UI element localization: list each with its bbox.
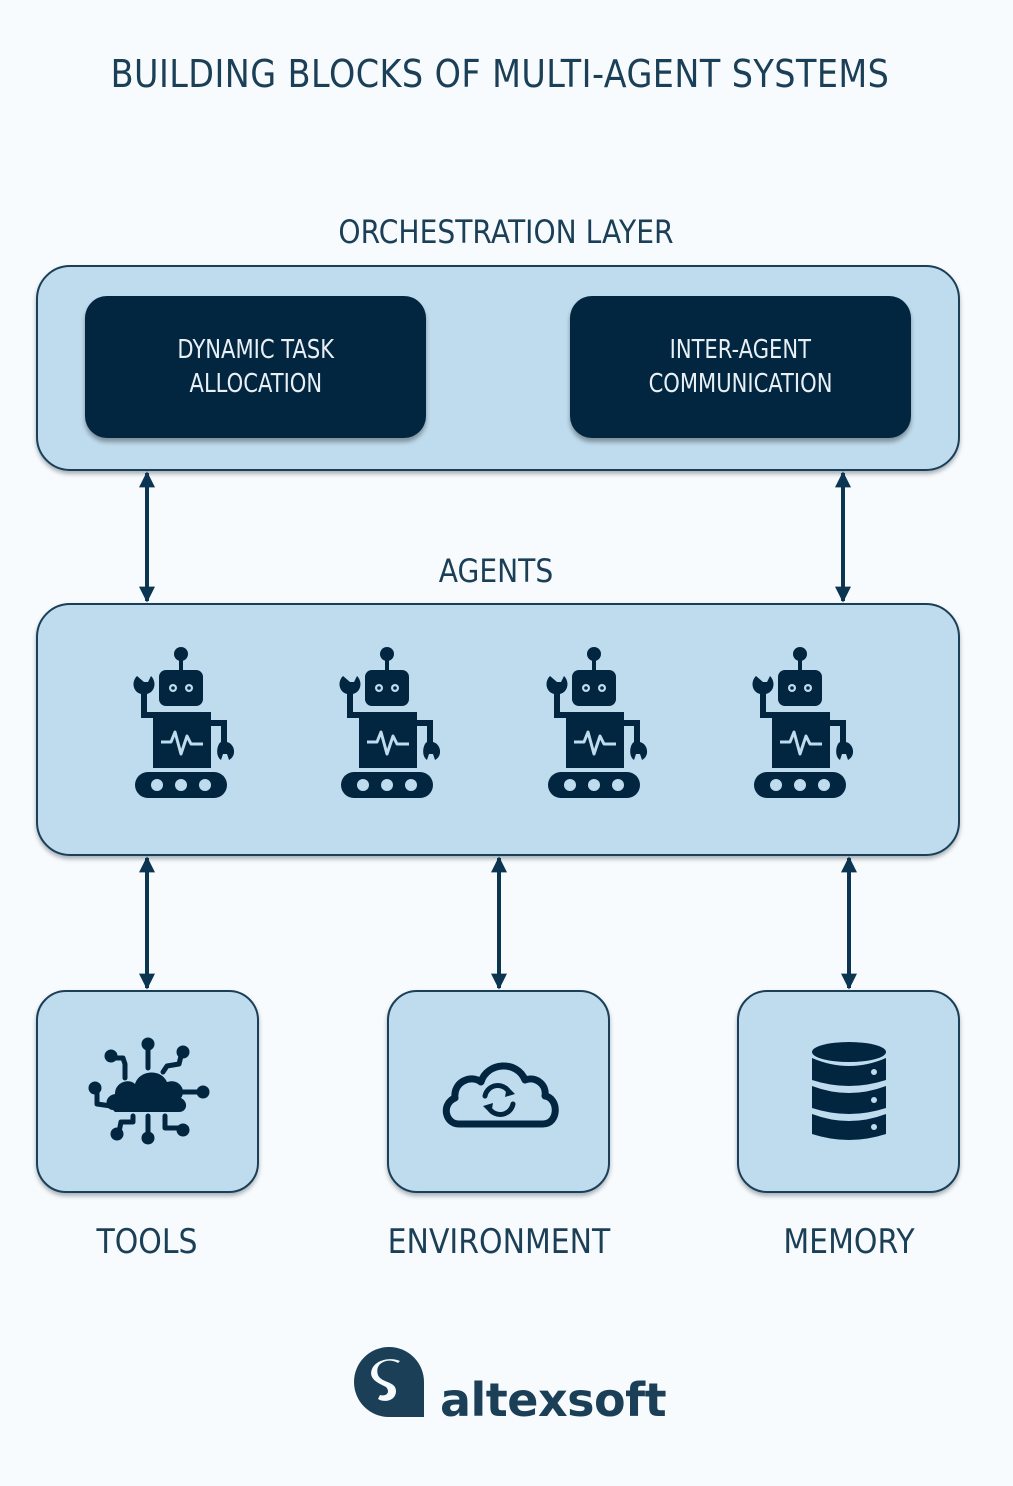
- robot-icon: [740, 646, 864, 802]
- inter-agent-communication-box: INTER-AGENT COMMUNICATION: [570, 296, 911, 438]
- component-line: ALLOCATION: [189, 369, 322, 399]
- environment-box: [387, 990, 610, 1193]
- component-line: DYNAMIC TASK: [177, 335, 334, 365]
- altexsoft-logo-icon: [354, 1347, 424, 1417]
- logo-text: altexsoft: [440, 1373, 667, 1427]
- cloud-sync-icon: [442, 1062, 559, 1127]
- memory-label: MEMORY: [783, 1222, 915, 1262]
- robot-icon: [534, 646, 658, 802]
- page-title: BUILDING BLOCKS OF MULTI-AGENT SYSTEMS: [110, 52, 890, 96]
- environment-label: ENVIRONMENT: [387, 1222, 611, 1262]
- memory-box: [737, 990, 960, 1193]
- dynamic-task-allocation-box: DYNAMIC TASK ALLOCATION: [85, 296, 426, 438]
- component-line: INTER-AGENT: [669, 335, 812, 365]
- database-icon: [811, 1041, 886, 1140]
- component-line: COMMUNICATION: [648, 369, 833, 399]
- robot-icon: [121, 646, 245, 802]
- tools-box: [36, 990, 259, 1193]
- orchestration-layer-label: ORCHESTRATION LAYER: [338, 213, 674, 251]
- agents-label: AGENTS: [438, 552, 554, 590]
- robot-icon: [327, 646, 451, 802]
- tools-label: TOOLS: [96, 1222, 198, 1262]
- altexsoft-logo: altexsoft: [352, 1345, 667, 1423]
- cloud-network-icon: [88, 1037, 209, 1144]
